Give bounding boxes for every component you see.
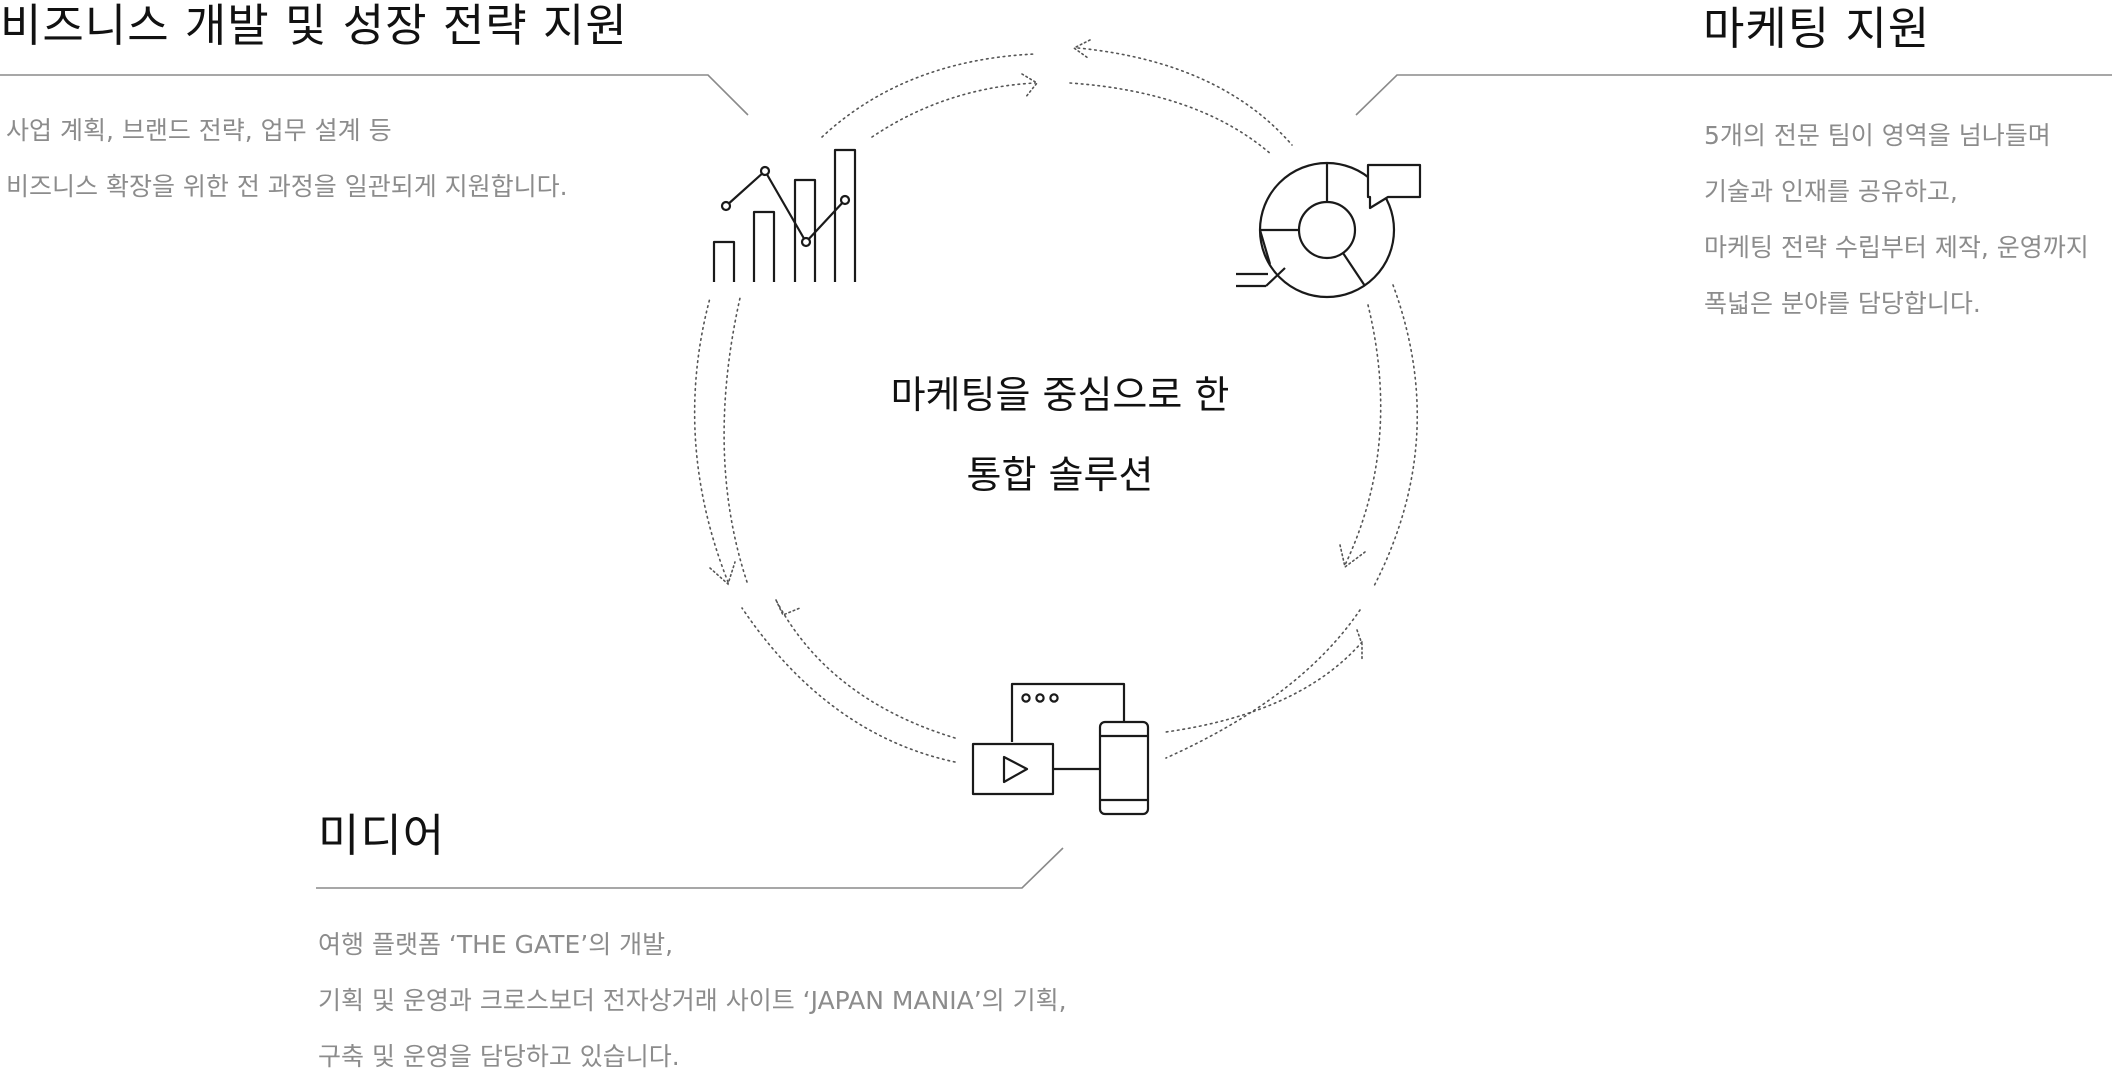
cycle-arc-bottom-left-outer <box>741 607 956 763</box>
business-description-line: 사업 계획, 브랜드 전략, 업무 설계 등 <box>6 116 392 145</box>
media-title: 미디어 <box>318 809 446 862</box>
cycle-arc-bottom-right-inner <box>1165 641 1363 733</box>
cycle-arc-right-inner <box>1344 304 1382 566</box>
marketing-description-line: 마케팅 전략 수립부터 제작, 운영까지 <box>1704 233 2089 262</box>
marketing-description-line: 기술과 인재를 공유하고, <box>1704 177 1958 206</box>
arrowhead-right <box>1339 544 1366 569</box>
cycle-arc-top-right-inner <box>1069 82 1273 156</box>
donut-chart-speech-bubble-icon <box>1236 161 1422 299</box>
arrowhead-bottom-right <box>1356 629 1363 661</box>
cycle-arc-top-outer <box>821 53 1036 138</box>
center-label-line-2: 통합 솔루션 <box>966 453 1154 497</box>
center-label-line-1: 마케팅을 중심으로 한 <box>890 373 1230 417</box>
media-description: 여행 플랫폼 ‘THE GATE’의 개발, 기획 및 운영과 크로스보더 전자… <box>318 917 1067 1085</box>
media-description-line: 기획 및 운영과 크로스보더 전자상거래 사이트 ‘JAPAN MANIA’의 … <box>318 986 1067 1015</box>
center-label: 마케팅을 중심으로 한 통합 솔루션 <box>860 355 1260 515</box>
devices-media-icon <box>971 682 1150 816</box>
cycle-arc-bottom-left-inner <box>776 601 956 739</box>
marketing-heading-rule <box>1355 74 2112 116</box>
cycle-arc-left-inner <box>723 297 748 583</box>
business-description: 사업 계획, 브랜드 전략, 업무 설계 등 비즈니스 확장을 위한 전 과정을… <box>6 103 568 215</box>
media-description-line: 구축 및 운영을 담당하고 있습니다. <box>318 1042 680 1071</box>
marketing-description: 5개의 전문 팀이 영역을 넘나들며 기술과 인재를 공유하고, 마케팅 전략 … <box>1704 108 2089 332</box>
cycle-arrowheads <box>709 39 1366 661</box>
marketing-description-line: 폭넓은 분야를 담당합니다. <box>1704 289 1981 318</box>
arrowhead-top-right <box>1072 39 1091 59</box>
business-heading-rule <box>0 74 749 116</box>
media-description-line: 여행 플랫폼 ‘THE GATE’의 개발, <box>318 930 674 959</box>
cycle-arc-top-right-outer <box>1077 47 1293 146</box>
cycle-arc-right-outer <box>1372 284 1418 589</box>
cycle-arrows <box>693 47 1418 763</box>
arrowhead-left <box>709 561 736 586</box>
media-heading-rule <box>316 847 1064 889</box>
business-title: 비즈니스 개발 및 성장 전략 지원 <box>0 0 628 52</box>
cycle-arc-left-outer <box>693 297 729 583</box>
cycle-arc-top-inner <box>871 82 1036 138</box>
marketing-description-line: 5개의 전문 팀이 영역을 넘나들며 <box>1704 121 2051 150</box>
business-description-line: 비즈니스 확장을 위한 전 과정을 일관되게 지원합니다. <box>6 172 568 201</box>
marketing-title: 마케팅 지원 <box>1703 2 1931 55</box>
arrowhead-bottom-left <box>775 599 801 617</box>
bar-line-chart-icon <box>712 148 857 282</box>
arrowhead-top <box>1021 73 1039 99</box>
cycle-arc-bottom-right-outer <box>1165 609 1361 759</box>
